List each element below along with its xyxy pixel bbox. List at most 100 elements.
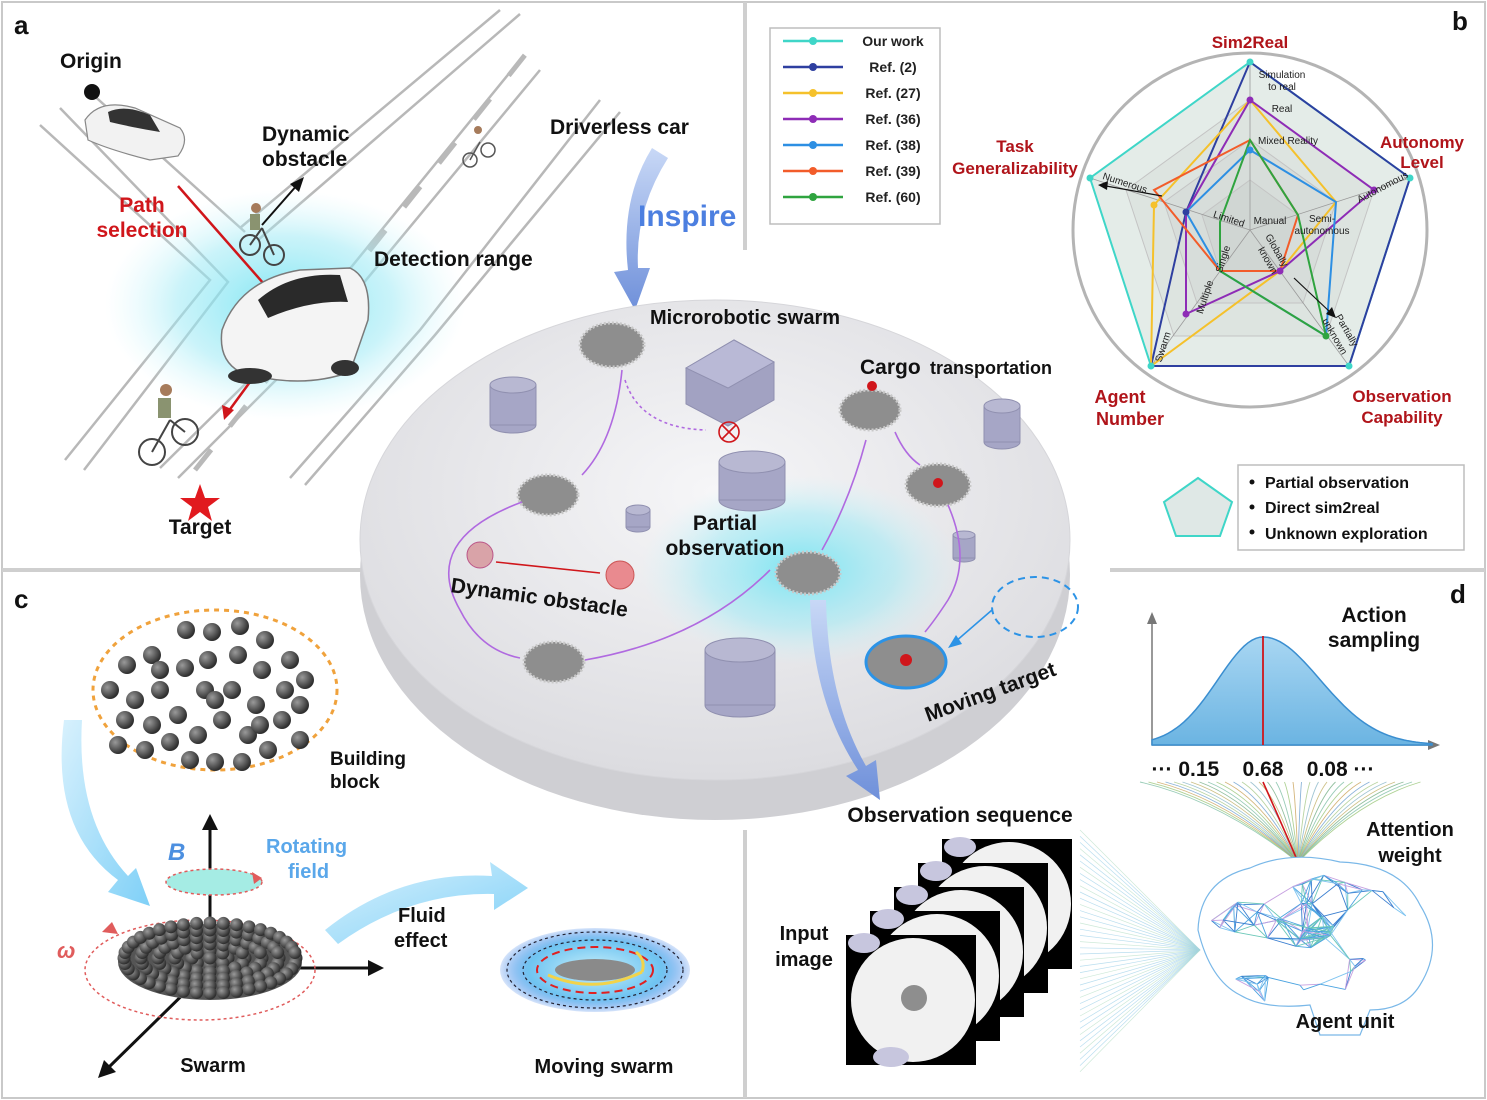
summary-box: [1237, 464, 1465, 551]
axis-observation-2: Capability: [1361, 408, 1443, 427]
axis-task-1: Task: [996, 137, 1034, 156]
origin-dot: [84, 84, 100, 100]
label-attention-2: weight: [1377, 845, 1442, 867]
label-dynamic-2: obstacle: [262, 148, 347, 171]
observation-arrow: [810, 600, 880, 800]
tick-semi: Semi-: [1309, 214, 1335, 225]
axis-task-2: Generalizability: [952, 159, 1078, 178]
legend-label: Ref. (27): [865, 85, 920, 101]
panel-label-c: c: [14, 584, 28, 614]
tick-mixed-reality: Mixed Reality: [1258, 136, 1318, 147]
label-path-2: selection: [96, 219, 187, 242]
legend-item: Ref. (2): [783, 59, 917, 75]
label-inspire: Inspire: [638, 200, 736, 233]
summary-direct-sim2real: Direct sim2real: [1265, 500, 1380, 517]
radar-chart: [1071, 51, 1429, 409]
legend-item: Our work: [783, 33, 924, 49]
building-block-spheres: [101, 617, 314, 771]
axis-sim2real: Sim2Real: [1212, 33, 1289, 52]
axis-agent-2: Number: [1096, 409, 1164, 429]
label-omega: ω: [57, 938, 75, 963]
cyclist-2: [138, 384, 199, 466]
panel-label-d: d: [1450, 579, 1466, 609]
label-rotating-1: Rotating: [266, 836, 347, 858]
label-observation-sequence: Observation sequence: [847, 804, 1072, 827]
tick-manual: Manual: [1254, 216, 1287, 227]
driverless-car: [220, 267, 370, 384]
label-path-1: Path: [119, 194, 165, 217]
label-transportation: transportation: [930, 358, 1052, 378]
label-agent-unit: Agent unit: [1296, 1011, 1395, 1033]
label-microrobotic-swarm: Microrobotic swarm: [650, 307, 840, 329]
summary-partial-observation: Partial observation: [1265, 475, 1409, 492]
rotating-field-disk: [165, 868, 263, 896]
axis-autonomy-2: Level: [1400, 153, 1443, 172]
label-fluid-2: effect: [394, 930, 448, 952]
label-building-2: block: [330, 772, 380, 793]
label-origin: Origin: [60, 50, 122, 73]
pentagon-icon: [1162, 476, 1234, 537]
cyclist-3: [462, 126, 496, 168]
label-attention-1: Attention: [1366, 819, 1454, 841]
label-detection-range: Detection range: [374, 248, 533, 271]
inspire-arrow: [614, 148, 668, 310]
label-action-2: sampling: [1328, 629, 1420, 652]
label-building-1: Building: [330, 749, 406, 770]
panel-a-road-scene: [39, 9, 621, 521]
legend-label: Ref. (2): [869, 59, 916, 75]
label-swarm: Swarm: [180, 1055, 246, 1077]
legend-item: Ref. (60): [783, 189, 921, 205]
legend-item: Ref. (27): [783, 85, 921, 101]
agent-brain-icon: [1197, 856, 1434, 1036]
legend-label: Ref. (60): [865, 189, 920, 205]
fluid-effect-arrow: [325, 862, 528, 944]
label-input-1: Input: [780, 923, 829, 945]
label-action-1: Action: [1341, 604, 1406, 627]
path-line: [177, 185, 279, 301]
origin-car: [84, 104, 186, 161]
legend-box: [769, 27, 941, 225]
label-cargo: Cargo: [860, 356, 921, 379]
legend-label: Our work: [862, 33, 924, 49]
legend-item: Ref. (36): [783, 111, 921, 127]
label-target: Target: [169, 516, 232, 539]
label-input-2: image: [775, 949, 833, 971]
label-b-field: B: [168, 839, 185, 866]
label-rotating-2: field: [288, 861, 329, 883]
legend-item: Ref. (39): [783, 163, 921, 179]
legend-label: Ref. (36): [865, 111, 920, 127]
path-arrow: [226, 381, 252, 413]
axis-observation-1: Observation: [1352, 387, 1451, 406]
swarm-spheres: [117, 916, 303, 1000]
label-partial-2: observation: [665, 537, 784, 560]
axis-autonomy-1: Autonomy: [1380, 133, 1465, 152]
tick-real: Real: [1272, 104, 1293, 115]
values-row: ··· 0.15 0.68 0.08 ···: [1152, 758, 1375, 781]
legend-label: Ref. (38): [865, 137, 920, 153]
gaussian-plot: [1147, 612, 1440, 750]
panel-label-b: b: [1452, 6, 1468, 36]
label-dynamic-1: Dynamic: [262, 123, 350, 146]
legend-item: Ref. (38): [783, 137, 921, 153]
label-driverless-car: Driverless car: [550, 116, 689, 139]
tick-simulation: Simulation: [1259, 70, 1306, 81]
moving-swarm: [500, 928, 690, 1012]
label-partial-1: Partial: [693, 512, 757, 535]
attention-lines: [1139, 781, 1421, 863]
summary-unknown-exploration: Unknown exploration: [1265, 526, 1428, 543]
arena-disk: [359, 299, 1079, 820]
tick-semi-autonomous: autonomous: [1294, 226, 1349, 237]
legend-label: Ref. (39): [865, 163, 920, 179]
tick-to-real: to real: [1268, 82, 1296, 93]
assembly-arrow: [61, 720, 150, 906]
label-moving-swarm: Moving swarm: [535, 1056, 674, 1078]
input-connections: [1079, 829, 1201, 1073]
input-image-stack: [846, 837, 1072, 1067]
panel-label-a: a: [14, 10, 29, 40]
label-fluid-1: Fluid: [398, 905, 446, 927]
cyclist-1: [239, 203, 285, 266]
axis-agent-1: Agent: [1095, 387, 1146, 407]
target-star: [180, 484, 220, 521]
